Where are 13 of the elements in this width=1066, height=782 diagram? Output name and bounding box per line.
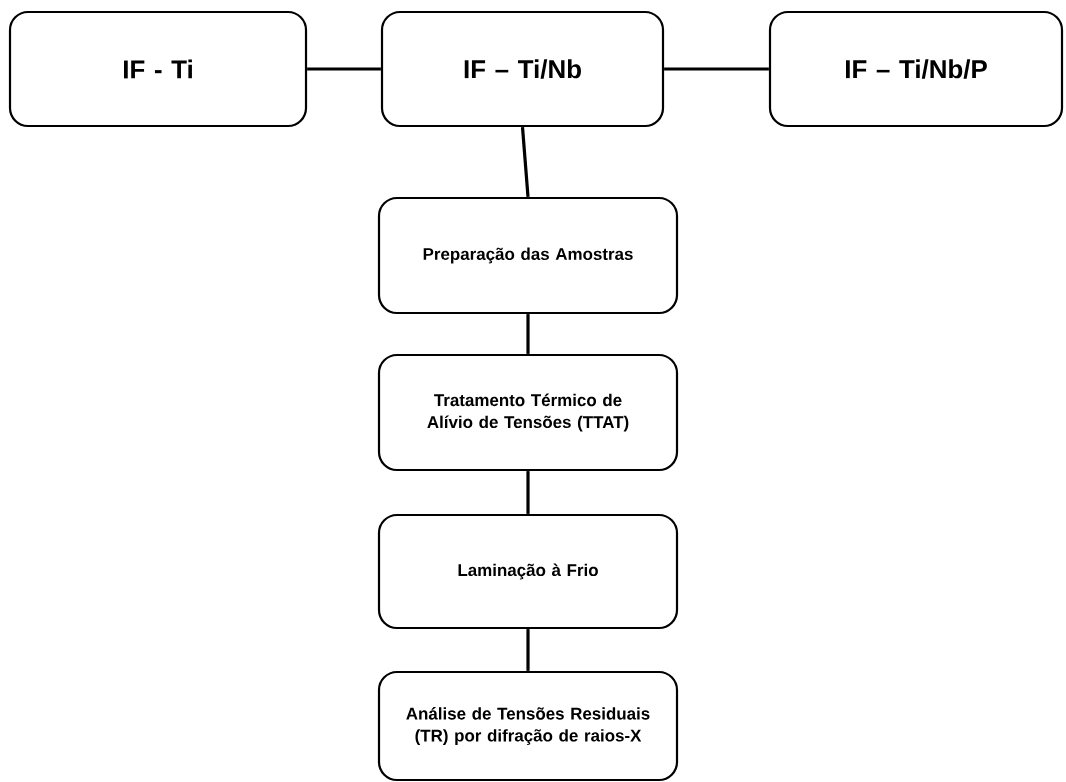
connector-line bbox=[307, 67, 381, 71]
connector-line bbox=[520, 126, 530, 197]
connector-line bbox=[526, 629, 530, 671]
connector-line bbox=[526, 314, 530, 354]
process-box: IF – Ti/Nb bbox=[380, 10, 665, 128]
connector-line bbox=[526, 471, 530, 514]
process-box: IF - Ti bbox=[8, 10, 308, 128]
process-box: IF – Ti/Nb/P bbox=[768, 10, 1064, 128]
process-box: Laminação à Frio bbox=[377, 513, 679, 630]
process-box: Preparação das Amostras bbox=[377, 196, 679, 315]
connector-line bbox=[664, 67, 769, 71]
process-box: Tratamento Térmico de Alívio de Tensões (TTAT) bbox=[377, 353, 679, 472]
process-box: Análise de Tensões Residuais (TR) por difração de raios-X bbox=[377, 670, 679, 782]
